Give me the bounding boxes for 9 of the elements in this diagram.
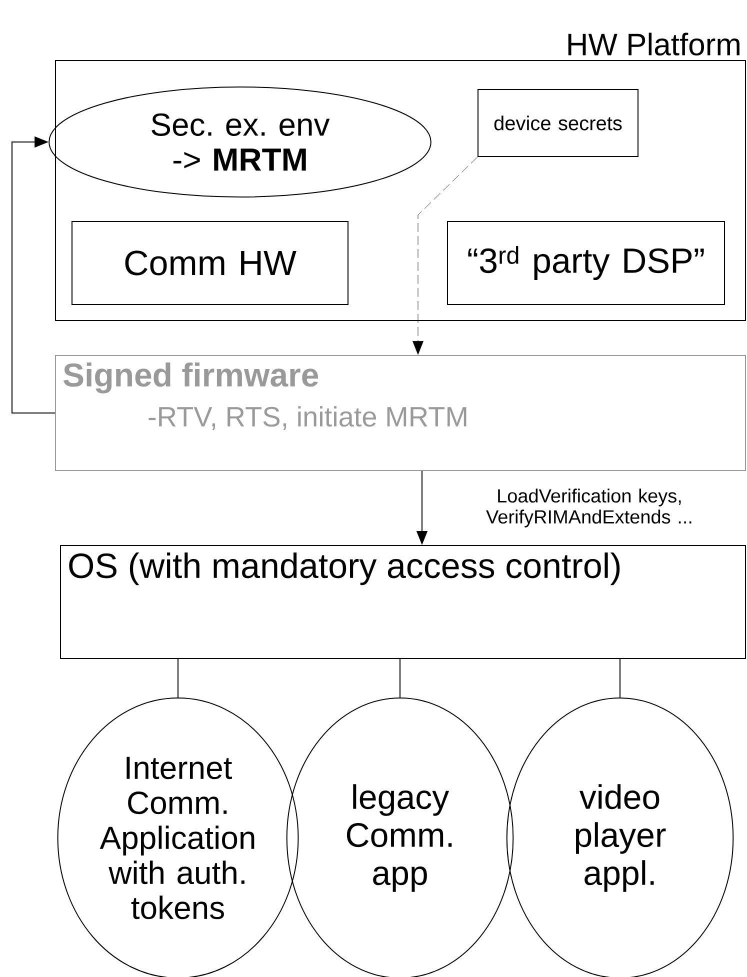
os-box: OS (with mandatory access control) — [60, 545, 746, 659]
component-box: Comm HW — [72, 221, 348, 305]
firmware-box: Signed firmware -RTV, RTS, initiate MRTM — [55, 355, 746, 471]
edge-label: LoadVerification keys, VerifyRIMAndExtends ... — [486, 488, 692, 528]
secrets-box: device secrets — [478, 89, 638, 157]
arrow — [12, 136, 56, 414]
node-label: HW Platform — [568, 32, 740, 56]
arrow — [412, 156, 478, 355]
component-box: “3$^{rd}$ party DSP” — [447, 221, 725, 305]
